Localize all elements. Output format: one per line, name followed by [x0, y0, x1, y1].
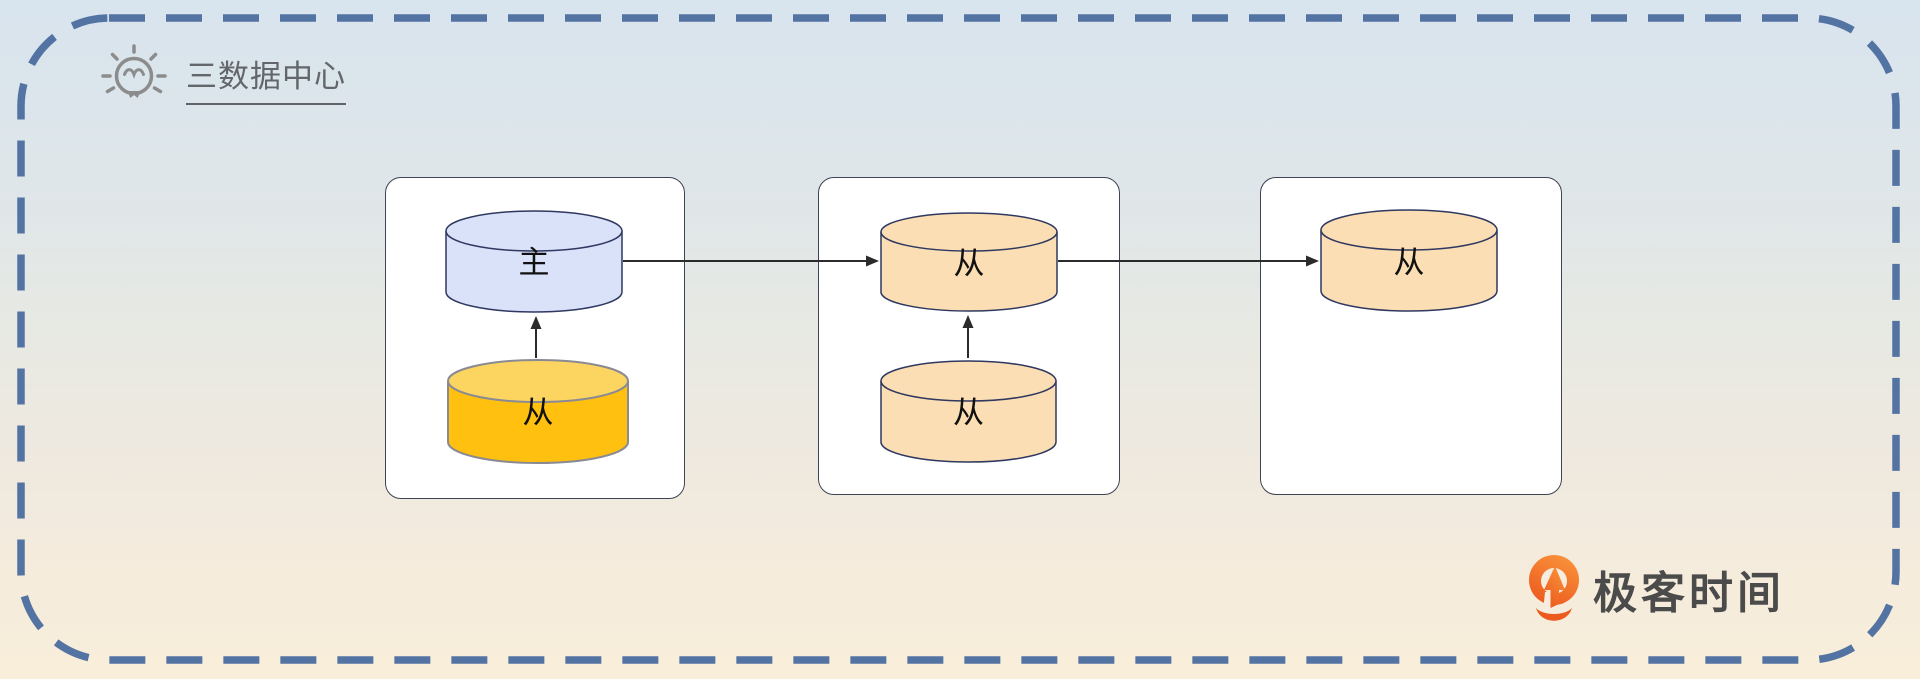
- db-cylinder-primary: 主: [445, 210, 623, 313]
- db-label-replica: 从: [953, 246, 985, 281]
- lightbulb-icon: [101, 44, 167, 98]
- geektime-pin-icon: [1529, 555, 1579, 621]
- db-cylinder-replica-dc2-bottom: 从: [880, 360, 1057, 463]
- page-title: 三数据中心: [186, 51, 346, 105]
- db-label-replica: 从: [953, 395, 984, 431]
- brand-logo-text: 极客时间: [1593, 569, 1785, 618]
- db-cylinder-replica-highlight: 从: [446, 359, 630, 465]
- db-cylinder-replica-dc3: 从: [1320, 209, 1498, 312]
- db-label-replica: 从: [1393, 244, 1425, 280]
- brand-logo: 极客时间: [1528, 554, 1785, 624]
- header: 三数据中心: [100, 44, 346, 112]
- db-label-replica: 从: [522, 395, 554, 431]
- db-cylinder-replica-dc2-top: 从: [880, 212, 1058, 312]
- db-label-primary: 主: [518, 245, 550, 281]
